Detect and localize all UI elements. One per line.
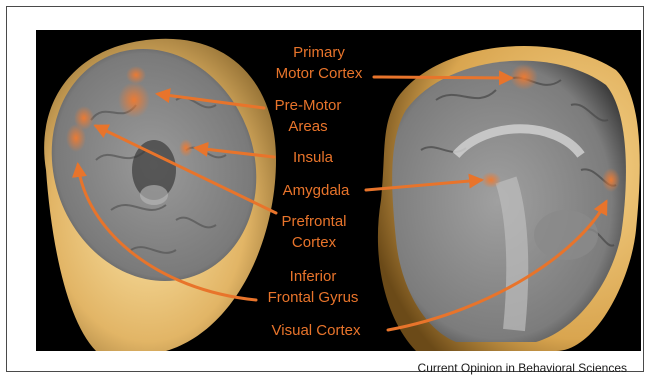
label-inferior-frontal-gyrus-line2: Frontal Gyrus xyxy=(268,287,359,308)
right-head xyxy=(378,46,640,351)
label-visual-cortex: Visual Cortex xyxy=(272,320,361,341)
label-primary-motor-cortex: Primary Motor Cortex xyxy=(276,42,363,84)
label-inferior-frontal-gyrus-line1: Inferior xyxy=(268,266,359,287)
label-visual-cortex-text: Visual Cortex xyxy=(272,320,361,341)
label-prefrontal-cortex: Prefrontal Cortex xyxy=(281,211,346,253)
left-head xyxy=(36,30,288,351)
label-amygdala-text: Amygdala xyxy=(283,180,350,201)
label-prefrontal-cortex-line1: Prefrontal xyxy=(281,211,346,232)
label-prefrontal-cortex-line2: Cortex xyxy=(281,232,346,253)
label-primary-motor-cortex-line1: Primary xyxy=(276,42,363,63)
label-amygdala: Amygdala xyxy=(283,180,350,201)
label-insula: Insula xyxy=(293,147,333,168)
figure-credit: Current Opinion in Behavioral Sciences xyxy=(418,361,627,375)
arrow-primary-motor-cortex xyxy=(374,77,511,78)
label-pre-motor-areas-line1: Pre-Motor xyxy=(275,95,342,116)
brain-figure: Primary Motor Cortex Pre-Motor Areas Ins… xyxy=(36,30,641,351)
label-insula-text: Insula xyxy=(293,147,333,168)
label-pre-motor-areas: Pre-Motor Areas xyxy=(275,95,342,137)
label-pre-motor-areas-line2: Areas xyxy=(275,116,342,137)
figure-frame: Primary Motor Cortex Pre-Motor Areas Ins… xyxy=(6,6,644,372)
label-inferior-frontal-gyrus: Inferior Frontal Gyrus xyxy=(268,266,359,308)
label-primary-motor-cortex-line2: Motor Cortex xyxy=(276,63,363,84)
